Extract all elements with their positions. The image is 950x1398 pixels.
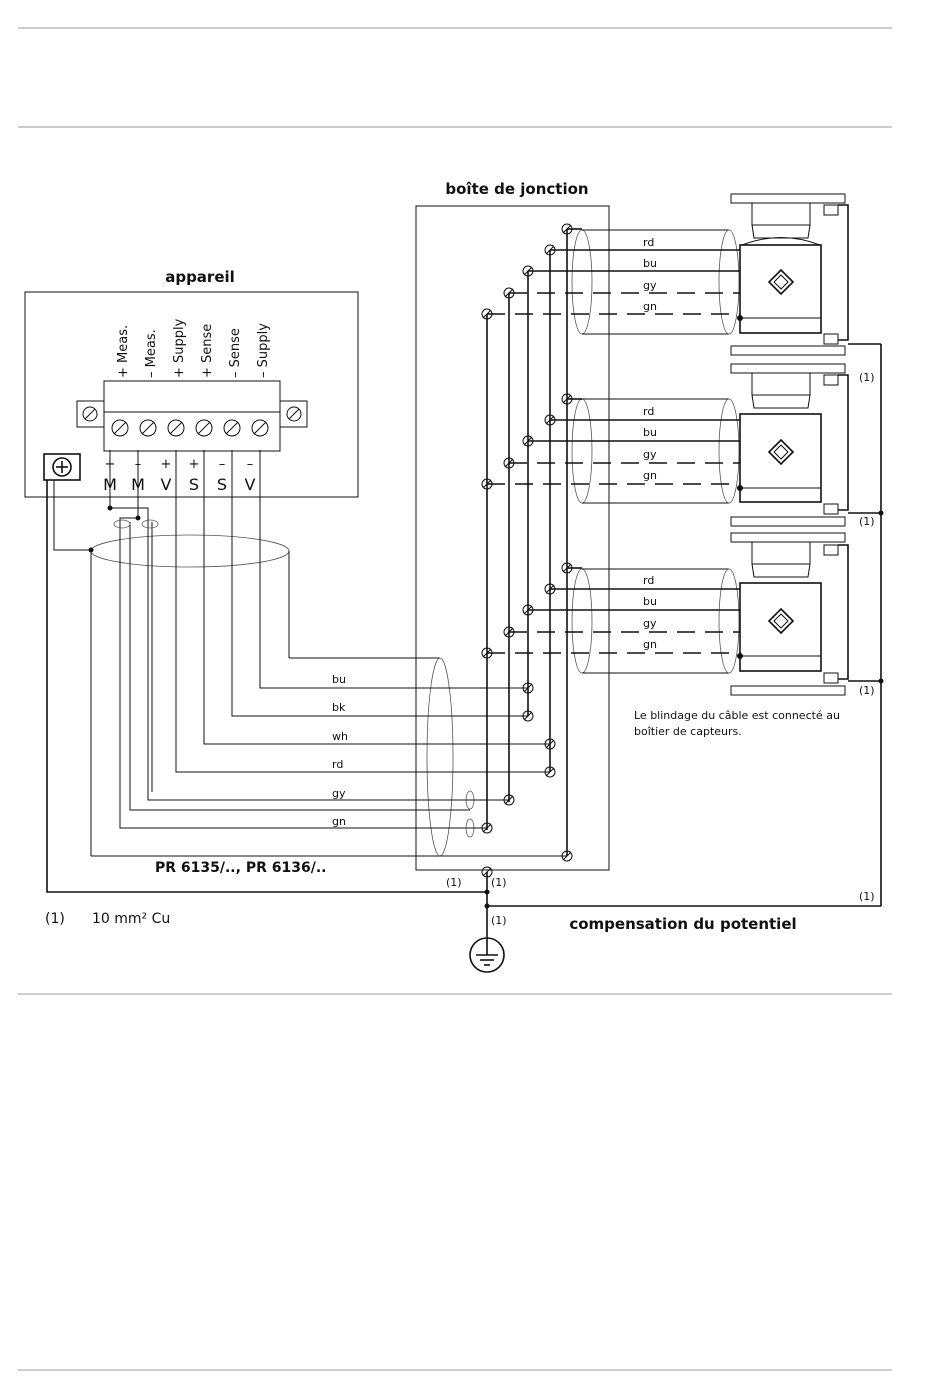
terminal-letter-4: S: [189, 475, 199, 494]
terminal-header-1: + Meas.: [116, 325, 131, 378]
terminal-letter-5: S: [217, 475, 227, 494]
terminal-header-6: – Supply: [256, 323, 271, 378]
junction-bus-lines: [440, 229, 568, 857]
equipotential-bus: [46, 343, 884, 940]
loadcell-3-wire-gy: gy: [643, 617, 657, 630]
loadcell-group-1: rd bu gy gn: [481, 223, 740, 335]
terminal-letter-6: V: [245, 475, 256, 494]
loadcell-3-wire-bu: bu: [643, 595, 657, 608]
cable-wire-label-wh: wh: [332, 730, 348, 743]
ref-marker-junction: (1): [491, 876, 507, 889]
footnote-text: 10 mm² Cu: [92, 911, 170, 927]
ref-marker-ground: (1): [491, 914, 507, 927]
ref-marker-cell-3: (1): [859, 684, 875, 697]
terminal-header-2: – Meas.: [144, 329, 159, 378]
loadcell-3: [730, 532, 849, 696]
loadcell-1-wire-bu: bu: [643, 257, 657, 270]
cable-wire-label-rd: rd: [332, 758, 343, 771]
loadcell-3-wire-gn: gn: [643, 638, 657, 651]
cable-wire-label-bu: bu: [332, 673, 346, 686]
loadcell-1-wire-gy: gy: [643, 279, 657, 292]
loadcell-2-wire-gn: gn: [643, 469, 657, 482]
junction-box-title: boîte de jonction: [445, 180, 588, 198]
terminal-letters: M M V S S V: [103, 475, 255, 494]
shield-note-line-2: boîtier de capteurs.: [634, 725, 742, 738]
loadcell-group-3: rd bu gy gn: [481, 562, 740, 674]
terminal-sign-3: +: [161, 457, 172, 472]
loadcell-symbol-icon: [767, 268, 795, 296]
terminal-headers: + Meas. – Meas. + Supply + Sense – Sense…: [116, 318, 271, 378]
footnote-marker: (1): [45, 911, 65, 927]
terminal-letter-3: V: [161, 475, 172, 494]
ref-marker-cell-2: (1): [859, 515, 875, 528]
ref-marker-left-bus: (1): [446, 876, 462, 889]
device-title: appareil: [165, 268, 235, 286]
loadcell-2-wire-gy: gy: [643, 448, 657, 461]
device-box: [24, 291, 359, 498]
loadcell-2-wire-rd: rd: [643, 405, 654, 418]
ground-screw-icon: [43, 453, 81, 481]
cable-wire-label-bk: bk: [332, 701, 346, 714]
loadcell-symbol-icon: [767, 438, 795, 466]
junction-box: [415, 205, 610, 871]
ref-marker-cell-1: (1): [859, 371, 875, 384]
loadcell-1-wire-rd: rd: [643, 236, 654, 249]
loadcell-group-2: rd bu gy gn: [481, 393, 740, 504]
terminal-signs: + – + + – –: [105, 457, 254, 472]
page-rules: [18, 27, 892, 1371]
terminal-header-5: – Sense: [228, 328, 243, 378]
cable-type-label: PR 6135/.., PR 6136/..: [155, 860, 326, 876]
loadcell-symbol-icon: [767, 607, 795, 635]
junction-terminals: [481, 682, 573, 878]
terminal-header-3: + Supply: [172, 318, 187, 378]
device-cable: [53, 450, 550, 857]
ref-marker-right-bus: (1): [859, 890, 875, 903]
terminal-header-4: + Sense: [200, 324, 215, 378]
ground-symbol-icon: [469, 937, 505, 973]
screw-terminal-icon: [82, 406, 302, 437]
equipotential-label: compensation du potentiel: [569, 915, 796, 933]
terminal-sign-5: –: [219, 457, 226, 472]
cable-wire-label-gn: gn: [332, 815, 346, 828]
terminal-sign-6: –: [247, 457, 254, 472]
cable-wire-label-gy: gy: [332, 787, 346, 800]
shield-note-line-1: Le blindage du câble est connecté au: [634, 709, 840, 722]
terminal-block: [76, 380, 308, 452]
loadcell-3-wire-rd: rd: [643, 574, 654, 587]
terminal-sign-4: +: [189, 457, 200, 472]
loadcell-2: [730, 363, 849, 527]
loadcell-2-wire-bu: bu: [643, 426, 657, 439]
loadcell-1-wire-gn: gn: [643, 300, 657, 313]
loadcell-1: [730, 193, 849, 356]
